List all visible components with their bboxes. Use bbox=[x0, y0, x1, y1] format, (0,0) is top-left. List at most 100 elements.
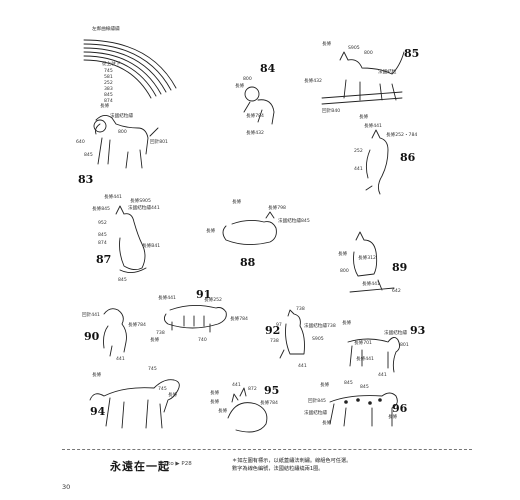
thread-annotation: 長條432 bbox=[304, 77, 322, 84]
thread-annotation: 長條 bbox=[210, 398, 220, 405]
thread-annotation: 長條441 bbox=[362, 280, 380, 287]
photo-page-reference: Photo ▶ P28 bbox=[158, 461, 192, 467]
thread-annotation: 長條784 bbox=[230, 315, 248, 322]
figure-89: 長條 長條312 800 長條441 642 89 bbox=[338, 231, 407, 294]
thread-annotation: 441 bbox=[232, 382, 241, 388]
thread-annotation: 長條 bbox=[206, 227, 216, 234]
thread-annotation: 長條252 bbox=[204, 296, 222, 303]
figure-number: 88 bbox=[240, 256, 256, 269]
thread-annotation: 長條 bbox=[218, 407, 228, 414]
thread-annotation: 738 bbox=[270, 338, 279, 344]
thread-annotation: 740 bbox=[198, 337, 207, 343]
thread-annotation: 738 bbox=[296, 306, 305, 312]
thread-annotation: 回針441 bbox=[82, 311, 100, 318]
figure-93: 長條 長條701 法國結粒繡 801 長條441 441 93 bbox=[342, 319, 425, 378]
thread-annotation: 252 bbox=[354, 148, 363, 154]
thread-annotation: 長條798 bbox=[268, 204, 286, 211]
thread-annotation: S905 bbox=[348, 45, 360, 51]
thread-annotation: 800 bbox=[340, 268, 349, 274]
color-legend: 左鄰曲線繡繡 從上往下 745 581 252 383 845 874 bbox=[83, 25, 177, 104]
thread-annotation: 801 bbox=[400, 342, 409, 348]
thread-annotation: 長條252・784 bbox=[386, 131, 417, 138]
figure-number: 93 bbox=[410, 324, 425, 337]
footer-notes: ＊如左圖有標示，以紙蓋繡法刺繡。線組色可任選。 數字為線色編號，法國結粒繡繞兩1… bbox=[232, 457, 351, 473]
thread-annotation: 長條441 bbox=[158, 294, 176, 301]
thread-annotation: 回針B40 bbox=[322, 107, 340, 114]
thread-annotation: 長條784 bbox=[260, 399, 278, 406]
thread-annotation: 長條 bbox=[168, 391, 178, 398]
thread-annotation: 745 bbox=[158, 386, 167, 392]
thread-annotation: 法國結粒繡 bbox=[304, 409, 327, 416]
thread-annotation: 642 bbox=[392, 288, 401, 294]
thread-annotation: 法國結粒繡845 bbox=[278, 217, 310, 224]
thread-annotation: 872 bbox=[248, 386, 257, 392]
thread-annotation: 長條 bbox=[388, 413, 398, 420]
figure-87: 長條441 長條S905 法國結粒繡441 長條845 952 845 874 … bbox=[92, 193, 160, 283]
thread-annotation: 845 bbox=[344, 380, 353, 386]
thread-annotation: 長條 bbox=[322, 419, 332, 426]
thread-annotation: 長條432 bbox=[246, 129, 264, 136]
figure-number: 92 bbox=[265, 324, 280, 337]
thread-annotation: 800 bbox=[118, 129, 127, 135]
thread-annotation: 長條845 bbox=[92, 205, 110, 212]
figure-number: 84 bbox=[260, 62, 276, 75]
footer-title: 永遠在一起 bbox=[110, 460, 170, 473]
figure-91: 長條441 長條252 長條784 738 長條 740 91 bbox=[150, 288, 248, 343]
legend-order-label: 從上往下 bbox=[102, 60, 121, 67]
thread-annotation: 長條B41 bbox=[142, 242, 160, 249]
thread-annotation: 441 bbox=[116, 356, 125, 362]
thread-annotation: 441 bbox=[354, 166, 363, 172]
figure-number: 85 bbox=[404, 47, 419, 60]
legend-color-3: 252 bbox=[104, 80, 113, 86]
thread-annotation: 441 bbox=[298, 363, 307, 369]
thread-annotation: S905 bbox=[312, 336, 324, 342]
thread-annotation: 長條 bbox=[150, 336, 160, 343]
figure-84: 800 長條 長條784 長條432 84 bbox=[235, 62, 276, 136]
thread-annotation: 845 bbox=[98, 232, 107, 238]
thread-annotation: 長條441 bbox=[104, 193, 122, 200]
thread-annotation: 845 bbox=[360, 384, 369, 390]
thread-annotation: 800 bbox=[364, 50, 373, 56]
thread-annotation: 法國結粒繡 bbox=[110, 112, 133, 119]
footer-divider bbox=[62, 449, 472, 450]
page-number: 30 bbox=[62, 483, 71, 491]
thread-annotation: 長條784 bbox=[128, 321, 146, 328]
figure-94: 745 長條 745 長條 94 bbox=[89, 366, 180, 429]
thread-annotation: 長條 bbox=[92, 371, 102, 378]
thread-annotation: 回針801 bbox=[150, 138, 168, 145]
footer-note-line-1: ＊如左圖有標示，以紙蓋繡法刺繡。線組色可任選。 bbox=[232, 458, 352, 464]
thread-annotation: 952 bbox=[98, 220, 107, 226]
thread-annotation: 回針845 bbox=[308, 397, 326, 404]
legend-color-2: 581 bbox=[104, 74, 113, 80]
thread-annotation: 長條 bbox=[342, 319, 352, 326]
thread-annotation: 長條 bbox=[359, 113, 369, 120]
legend-color-6: 874 bbox=[104, 98, 113, 104]
figure-85: 長條 S905 800 長條432 法國結粒 回針B40 85 bbox=[304, 40, 419, 114]
figure-number: 86 bbox=[400, 151, 416, 164]
thread-annotation: 800 bbox=[243, 76, 252, 82]
legend-color-4: 383 bbox=[104, 86, 113, 92]
thread-annotation: 長條312 bbox=[358, 254, 376, 261]
figure-number: 83 bbox=[78, 173, 93, 186]
figure-86: 長條 長條441 長條252・784 252 441 86 bbox=[354, 113, 417, 195]
figure-95: 441 長條 長條 872 長條784 長條 95 bbox=[210, 382, 279, 433]
thread-annotation: 長條 bbox=[235, 82, 245, 89]
thread-annotation: 長條 bbox=[210, 389, 220, 396]
thread-annotation: 745 bbox=[148, 366, 157, 372]
figure-number: 94 bbox=[90, 405, 106, 418]
figure-number: 91 bbox=[196, 288, 211, 301]
thread-annotation: 845 bbox=[118, 277, 127, 283]
figure-90: 回針441 長條784 441 90 bbox=[82, 308, 146, 362]
thread-annotation: 長條S905 bbox=[130, 197, 151, 204]
thread-annotation: 441 bbox=[378, 372, 387, 378]
thread-annotation: 長條701 bbox=[354, 339, 372, 346]
figure-number: 95 bbox=[264, 384, 279, 397]
thread-annotation: 長條441 bbox=[356, 355, 374, 362]
legend-color-5: 845 bbox=[104, 92, 113, 98]
figure-96: 長條 845 845 回針845 法國結粒繡 長條 長條 96 bbox=[304, 380, 408, 427]
thread-annotation: 97 bbox=[276, 322, 282, 328]
thread-annotation: 874 bbox=[98, 240, 107, 246]
figure-number: 96 bbox=[392, 402, 408, 415]
thread-annotation: 長條 bbox=[232, 198, 242, 205]
